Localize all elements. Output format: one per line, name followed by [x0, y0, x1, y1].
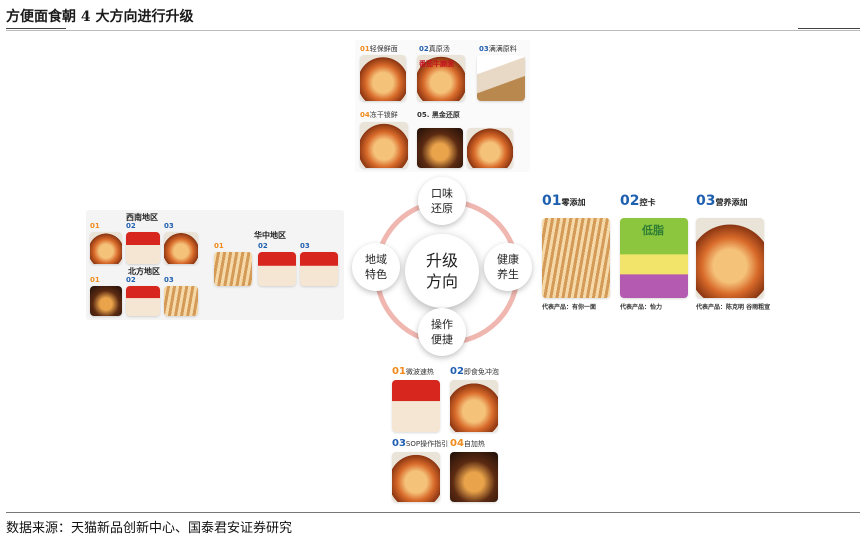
conv-item-4-label: 04自加热	[450, 438, 485, 449]
node-health: 健康 养生	[484, 243, 532, 291]
header-rule-right	[798, 28, 860, 29]
n-image-3	[164, 286, 198, 316]
health-item-1-product: 代表产品：有你一面	[542, 304, 597, 311]
taste-item-5-label: 05. 黑金还原	[417, 111, 460, 119]
conv-item-1-label: 01微波速热	[392, 366, 434, 377]
n-item-2: 02	[126, 276, 136, 284]
c-image-3	[300, 252, 338, 286]
region-north-title: 北方地区	[128, 267, 160, 276]
taste-item-2-label: 02真原汤	[419, 45, 450, 53]
convenience-panel: 01微波速热 02即食免冲泡 03SOP操作指引 04自加热	[388, 364, 504, 506]
n-image-2	[126, 286, 160, 316]
taste-item-4-label: 04冻干锁鲜	[360, 111, 398, 119]
conv-image-4	[450, 452, 498, 502]
upgrade-center: 升级 方向	[405, 234, 479, 308]
taste-image-2: 番茄牛腩面	[417, 55, 465, 101]
c-image-1	[214, 252, 252, 286]
sw-image-3	[164, 232, 198, 264]
health-item-2-product: 代表产品：怡力	[620, 304, 663, 311]
conv-item-3-label: 03SOP操作指引	[392, 438, 449, 449]
taste-image-4	[360, 122, 408, 168]
sw-item-3: 03	[164, 222, 174, 230]
sw-image-2	[126, 232, 160, 264]
n-item-1: 01	[90, 276, 100, 284]
sw-item-1: 01	[90, 222, 100, 230]
n-image-1	[90, 286, 122, 316]
health-item-1-title: 01零添加	[542, 193, 586, 209]
taste-image-6	[467, 128, 513, 168]
header-rule-left	[6, 28, 66, 29]
health-image-2-text: 低脂	[642, 224, 664, 237]
region-southwest-title: 西南地区	[126, 213, 158, 222]
conv-image-1	[392, 380, 440, 432]
node-region: 地域 特色	[352, 243, 400, 291]
taste-item-3-label: 03满满原料	[479, 45, 517, 53]
node-taste: 口味 还原	[418, 177, 466, 225]
c-item-3: 03	[300, 242, 310, 250]
region-panel: 西南地区 01 02 03 北方地区 01 02 03 华中地区 01 02 0…	[86, 210, 344, 320]
health-item-3-title: 03营养添加	[696, 193, 748, 209]
sw-image-1	[90, 232, 122, 264]
health-image-2: 低脂	[620, 218, 688, 298]
c-item-2: 02	[258, 242, 268, 250]
health-item-2-title: 02控卡	[620, 193, 656, 209]
taste-item-1-label: 01轻保鲜面	[360, 45, 398, 53]
health-image-3	[696, 218, 764, 298]
c-item-1: 01	[214, 242, 224, 250]
conv-item-2-label: 02即食免冲泡	[450, 366, 499, 377]
conv-image-2	[450, 380, 498, 432]
taste-image-2-text: 番茄牛腩面	[419, 60, 454, 68]
health-image-1	[542, 218, 610, 298]
taste-image-1	[360, 55, 406, 101]
page-title: 方便面食朝 4 大方向进行升级	[6, 9, 194, 25]
taste-image-3	[477, 55, 525, 101]
region-central-title: 华中地区	[254, 231, 286, 240]
c-image-2	[258, 252, 296, 286]
header-rule	[6, 30, 860, 31]
health-item-3-product: 代表产品：陈克明 谷雨粗宣	[696, 304, 771, 311]
node-convenience: 操作 便捷	[418, 308, 466, 356]
health-panel: 01零添加 02控卡 03营养添加 低脂 代表产品：有你一面 代表产品：怡力 代…	[540, 188, 772, 348]
taste-image-5	[417, 128, 463, 168]
conv-image-3	[392, 452, 440, 502]
taste-panel: 01轻保鲜面 02真原汤 03满满原料 番茄牛腩面 04冻干锁鲜 05. 黑金还…	[355, 40, 530, 172]
footer-rule	[6, 512, 860, 513]
sw-item-2: 02	[126, 222, 136, 230]
n-item-3: 03	[164, 276, 174, 284]
source-note: 数据来源：天猫新品创新中心、国泰君安证券研究	[6, 521, 293, 536]
